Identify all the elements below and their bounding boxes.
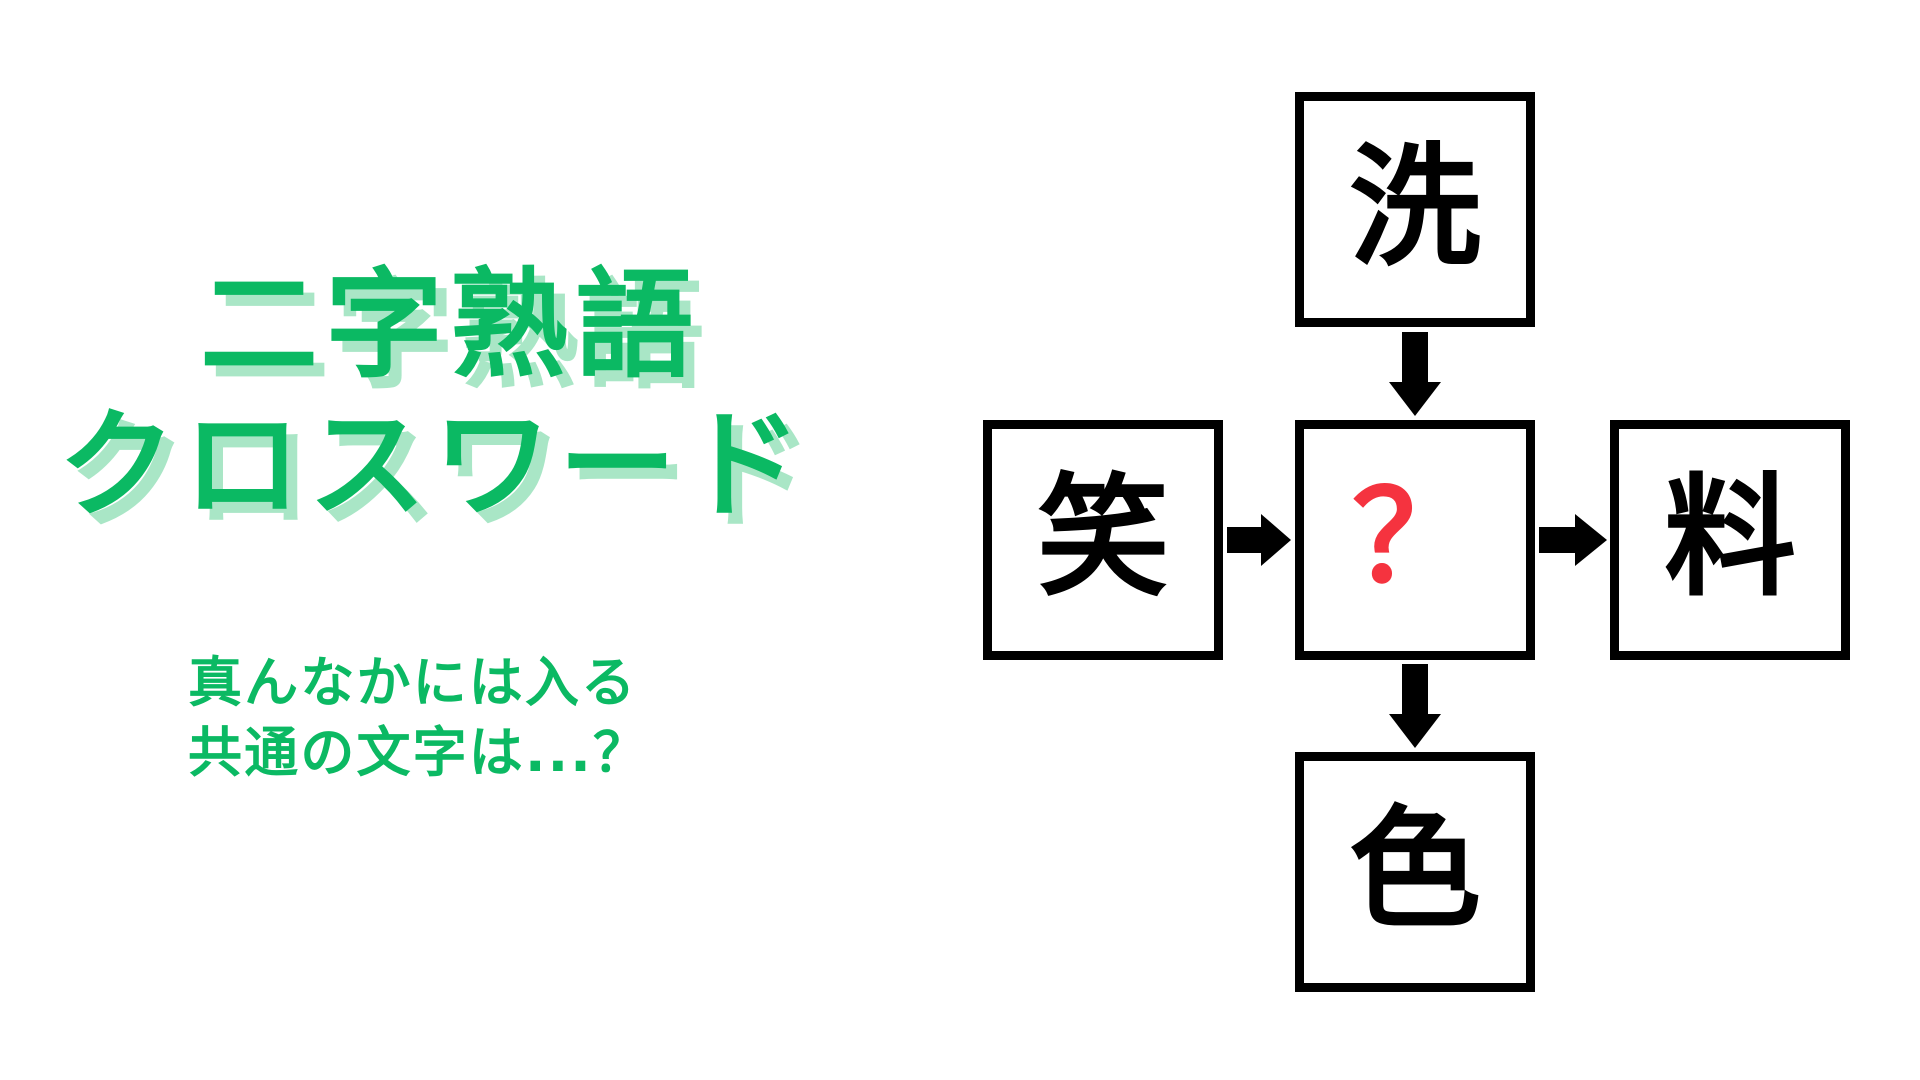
arrow-shaft	[1539, 527, 1575, 553]
arrow-head	[1389, 714, 1441, 748]
question-mark-icon: ？	[1352, 464, 1478, 611]
arrow-down-icon-top	[1389, 332, 1441, 416]
title-line-1-shadow: 二字熟語	[211, 267, 712, 405]
puzzle-cell-center[interactable]: ？	[1295, 420, 1535, 660]
crossword-diagram: 洗 笑 ？ 料 色	[950, 0, 1920, 1080]
subtitle: 真んなかには入る 共通の文字は...？	[188, 648, 649, 788]
title-line-2-shadow: クロスワード	[69, 407, 820, 545]
arrow-head	[1389, 382, 1441, 416]
puzzle-cell-top: 洗	[1295, 92, 1535, 327]
title-panel: 二字熟語 二字熟語 クロスワード クロスワード 真んなかには入る 共通の文字は.…	[58, 266, 812, 788]
arrow-shaft	[1402, 664, 1428, 714]
puzzle-cell-top-kanji: 洗	[1349, 130, 1481, 285]
subtitle-line-1: 真んなかには入る	[188, 651, 638, 714]
arrow-shaft	[1227, 527, 1261, 553]
title-line-1-text: 二字熟語	[200, 256, 701, 394]
puzzle-cell-bottom-kanji: 色	[1349, 793, 1481, 947]
arrow-head	[1261, 514, 1291, 566]
arrow-right-icon-right	[1539, 514, 1607, 566]
arrow-right-icon-left	[1227, 514, 1291, 566]
puzzle-cell-right-kanji: 料	[1664, 461, 1796, 615]
title-line-2: クロスワード クロスワード	[58, 406, 812, 535]
arrow-down-icon-bottom	[1389, 664, 1441, 748]
title-line-1: 二字熟語 二字熟語	[200, 266, 704, 395]
puzzle-cell-bottom: 色	[1295, 752, 1535, 992]
subtitle-line-2: 共通の文字は...？	[188, 721, 650, 785]
puzzle-cell-left: 笑	[983, 420, 1223, 660]
title-line-2-text: クロスワード	[58, 396, 809, 534]
puzzle-cell-right: 料	[1610, 420, 1850, 660]
arrow-shaft	[1402, 332, 1428, 382]
arrow-head	[1575, 514, 1607, 566]
puzzle-cell-left-kanji: 笑	[1037, 461, 1169, 615]
